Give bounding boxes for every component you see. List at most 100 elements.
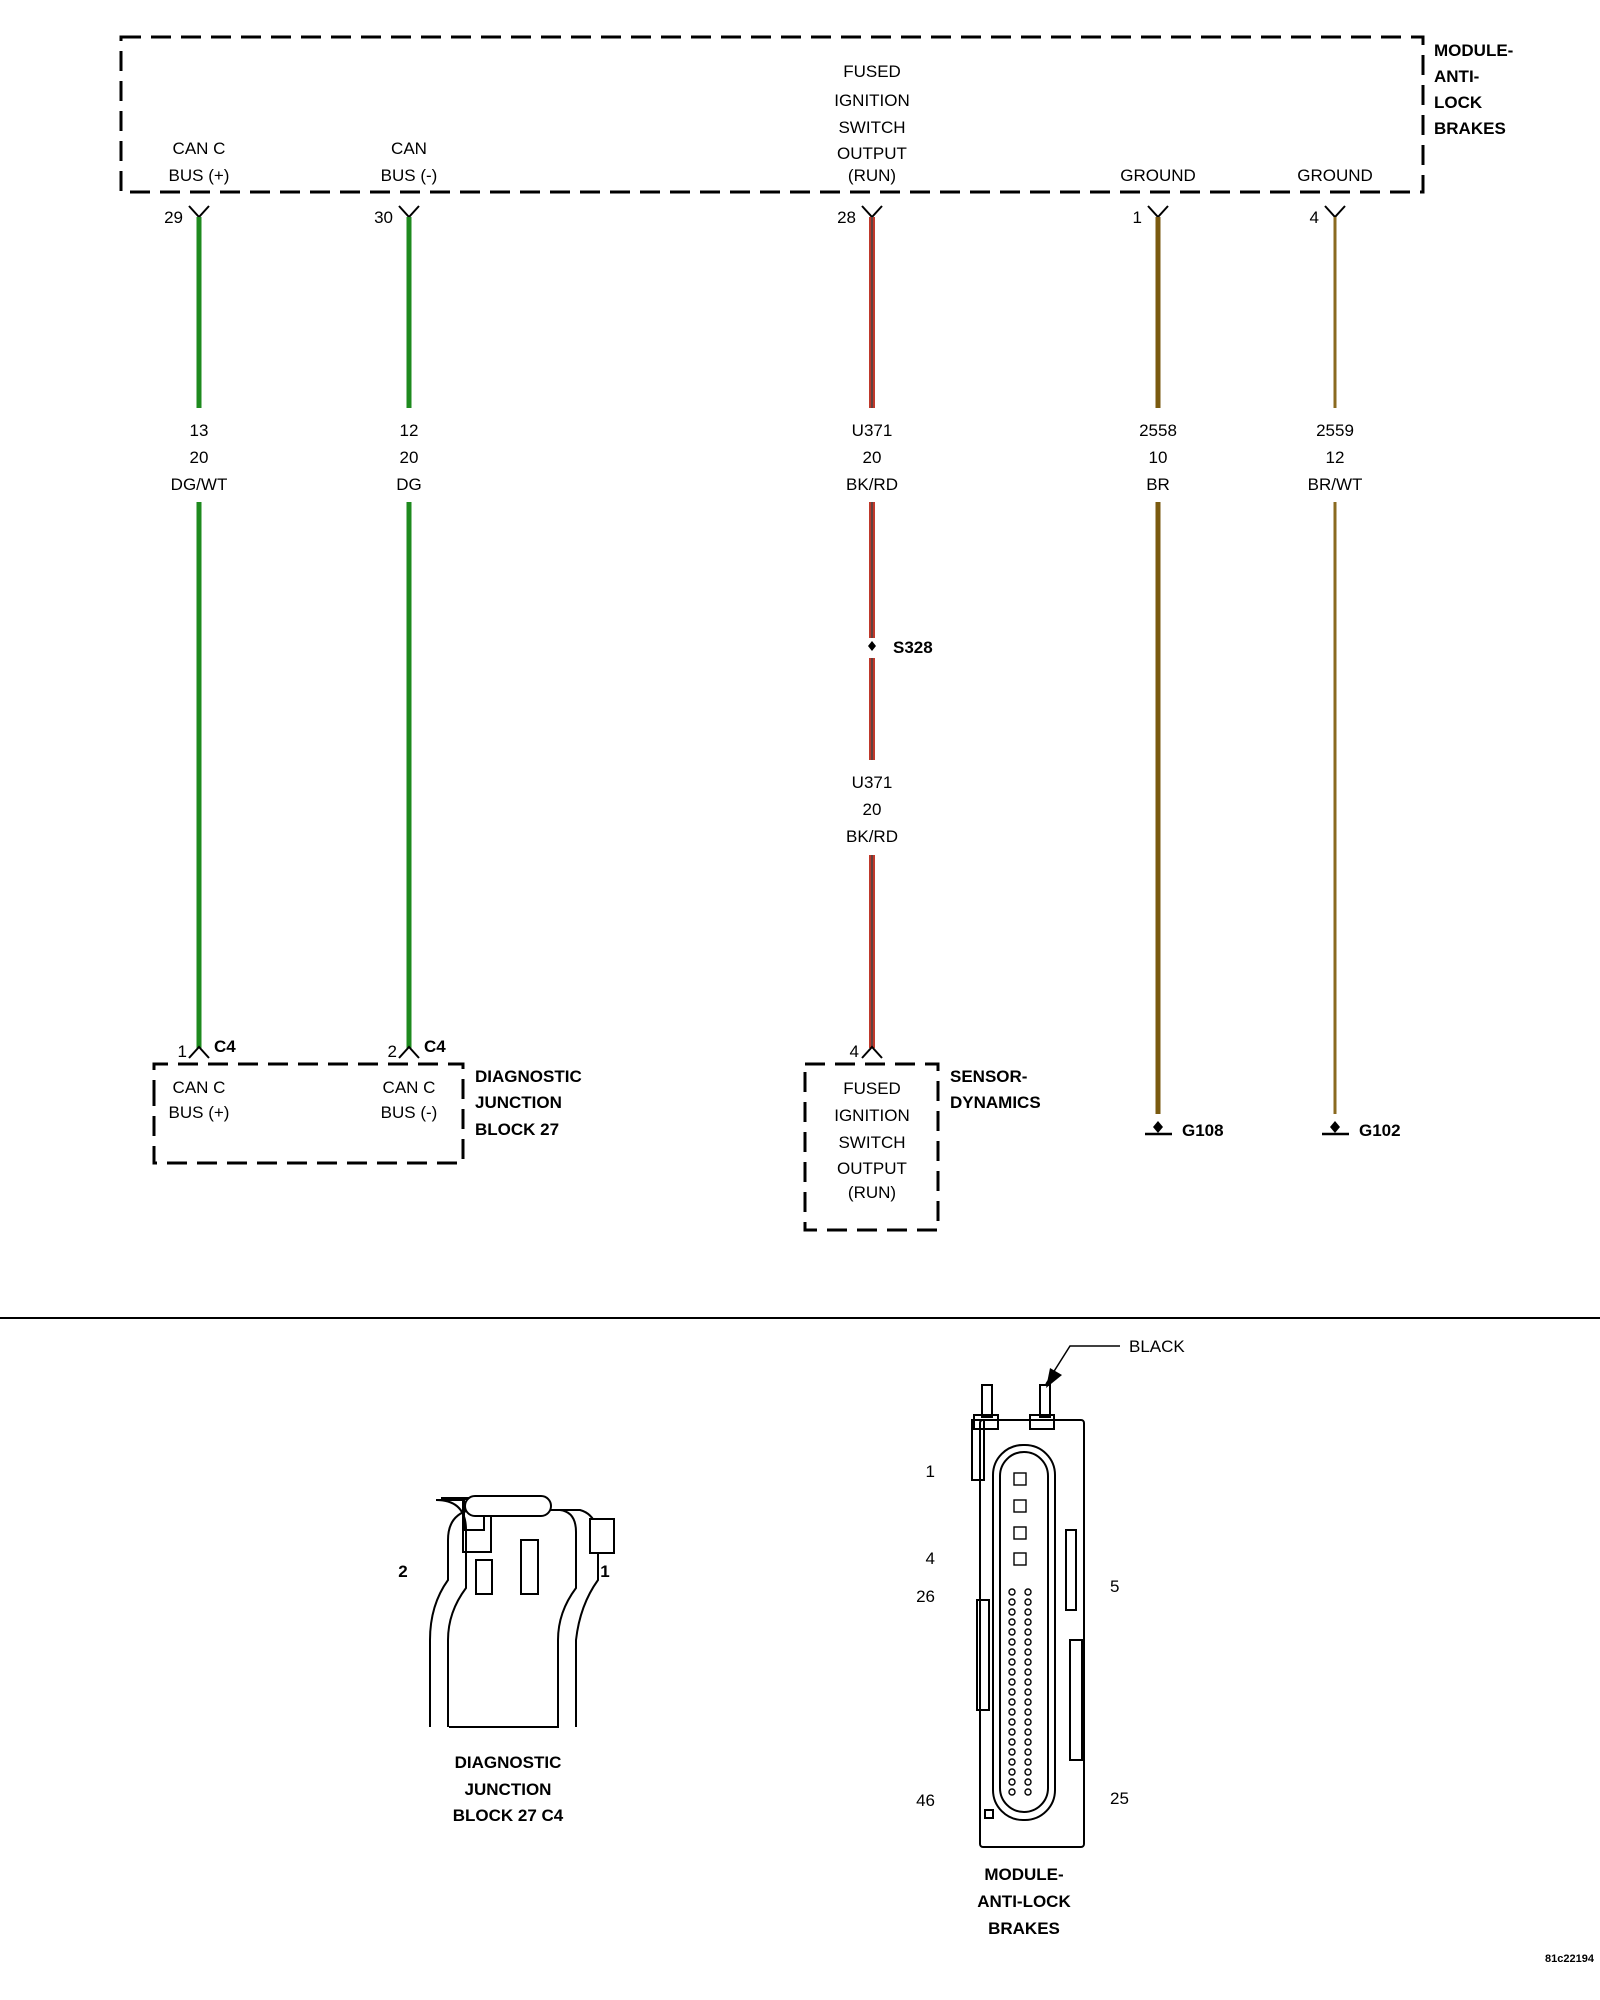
ground-g102-label: G102 xyxy=(1359,1121,1401,1140)
diag-connector-pin-2: 2 xyxy=(398,1562,407,1581)
abs-connector-terminals xyxy=(1008,1472,1032,1796)
svg-text:BR/WT: BR/WT xyxy=(1308,475,1363,494)
abs-module-name: MODULE- ANTI- LOCK BRAKES xyxy=(1434,41,1513,138)
junction-connector-c4-1: C4 xyxy=(214,1037,236,1056)
diagnostic-junction-box xyxy=(152,1062,465,1165)
svg-text:DIAGNOSTIC: DIAGNOSTIC xyxy=(455,1753,562,1772)
svg-text:IGNITION: IGNITION xyxy=(834,91,910,110)
ground-g108-icon xyxy=(1145,1121,1172,1136)
svg-text:MODULE-: MODULE- xyxy=(984,1865,1063,1884)
svg-text:12: 12 xyxy=(1326,448,1345,467)
abs-connector-pin-4: 4 xyxy=(926,1549,935,1568)
sensor-dynamics-box xyxy=(803,1062,940,1232)
wire-code-bk-rd-lower: U371 20 BK/RD xyxy=(846,773,898,846)
svg-text:BUS (+): BUS (+) xyxy=(169,166,230,185)
svg-text:SENSOR-: SENSOR- xyxy=(950,1067,1027,1086)
svg-text:OUTPUT: OUTPUT xyxy=(837,1159,907,1178)
svg-text:JUNCTION: JUNCTION xyxy=(465,1780,552,1799)
svg-text:SWITCH: SWITCH xyxy=(838,1133,905,1152)
svg-text:U371: U371 xyxy=(852,421,893,440)
diag-connector-pin-1: 1 xyxy=(600,1562,609,1581)
svg-text:2558: 2558 xyxy=(1139,421,1177,440)
svg-text:MODULE-: MODULE- xyxy=(1434,41,1513,60)
abs-connector-color-leader xyxy=(1045,1345,1120,1388)
pin-number-28: 28 xyxy=(837,208,856,227)
wire-code-br-wt: 2559 12 BR/WT xyxy=(1308,421,1363,494)
svg-text:BR: BR xyxy=(1146,475,1170,494)
svg-text:IGNITION: IGNITION xyxy=(834,1106,910,1125)
junction-pin-1: 1 xyxy=(178,1042,187,1061)
svg-text:CAN C: CAN C xyxy=(173,139,226,158)
svg-text:10: 10 xyxy=(1149,448,1168,467)
diag-connector-tab xyxy=(589,1518,615,1554)
svg-text:BLOCK 27 C4: BLOCK 27 C4 xyxy=(453,1806,564,1825)
splice-dot xyxy=(868,641,876,651)
svg-text:12: 12 xyxy=(400,421,419,440)
abs-connector-pin-26: 26 xyxy=(916,1587,935,1606)
svg-text:BUS (+): BUS (+) xyxy=(169,1103,230,1122)
svg-text:BRAKES: BRAKES xyxy=(1434,119,1506,138)
junction-connector-c4-2: C4 xyxy=(424,1037,446,1056)
svg-text:JUNCTION: JUNCTION xyxy=(475,1093,562,1112)
svg-text:BUS (-): BUS (-) xyxy=(381,1103,438,1122)
pin-label-ground-4: GROUND xyxy=(1297,166,1373,185)
wire-code-bk-rd-upper: U371 20 BK/RD xyxy=(846,421,898,494)
figure-id: 81c22194 xyxy=(1545,1953,1595,1965)
svg-text:OUTPUT: OUTPUT xyxy=(837,144,907,163)
abs-connector-pin-5: 5 xyxy=(1110,1577,1119,1596)
svg-text:BRAKES: BRAKES xyxy=(988,1919,1060,1938)
abs-connector-view xyxy=(971,1384,1085,1848)
ground-g108-label: G108 xyxy=(1182,1121,1224,1140)
svg-text:20: 20 xyxy=(400,448,419,467)
svg-text:LOCK: LOCK xyxy=(1434,93,1483,112)
pin-number-29: 29 xyxy=(164,208,183,227)
wire-code-br: 2558 10 BR xyxy=(1139,421,1177,494)
svg-text:DG/WT: DG/WT xyxy=(171,475,228,494)
abs-connector-pin-46: 46 xyxy=(916,1791,935,1810)
svg-text:ANTI-LOCK: ANTI-LOCK xyxy=(977,1892,1071,1911)
svg-text:(RUN): (RUN) xyxy=(848,1183,896,1202)
svg-text:20: 20 xyxy=(863,448,882,467)
pin-number-4: 4 xyxy=(1310,208,1319,227)
sensor-pin-4: 4 xyxy=(850,1042,859,1061)
svg-text:BUS (-): BUS (-) xyxy=(381,166,438,185)
pin-label-ground-1: GROUND xyxy=(1120,166,1196,185)
connector-chevron-4 xyxy=(1324,205,1346,219)
svg-text:2559: 2559 xyxy=(1316,421,1354,440)
connector-chevron-28 xyxy=(861,205,883,219)
svg-text:DIAGNOSTIC: DIAGNOSTIC xyxy=(475,1067,582,1086)
diag-connector-caption: DIAGNOSTIC JUNCTION BLOCK 27 C4 xyxy=(453,1753,564,1825)
svg-text:FUSED: FUSED xyxy=(843,1079,901,1098)
connector-chevron-29 xyxy=(188,205,210,219)
svg-text:CAN: CAN xyxy=(391,139,427,158)
svg-text:BLOCK 27: BLOCK 27 xyxy=(475,1120,559,1139)
svg-text:DYNAMICS: DYNAMICS xyxy=(950,1093,1041,1112)
abs-module-box xyxy=(119,35,1425,194)
svg-text:ANTI-: ANTI- xyxy=(1434,67,1479,86)
svg-text:13: 13 xyxy=(190,421,209,440)
abs-connector-pin-1: 1 xyxy=(926,1462,935,1481)
svg-text:BK/RD: BK/RD xyxy=(846,827,898,846)
connector-chevron-30 xyxy=(398,205,420,219)
pin-number-30: 30 xyxy=(374,208,393,227)
sensor-chevron-4 xyxy=(861,1045,883,1059)
pin-number-1: 1 xyxy=(1133,208,1142,227)
pin-label-can-c-bus-plus: CAN C BUS (+) xyxy=(169,139,230,185)
svg-text:GROUND: GROUND xyxy=(1120,166,1196,185)
svg-text:CAN C: CAN C xyxy=(173,1078,226,1097)
diagnostic-junction-name: DIAGNOSTIC JUNCTION BLOCK 27 xyxy=(475,1067,582,1139)
svg-text:DG: DG xyxy=(396,475,422,494)
pin-label-fused-ignition: FUSED IGNITION SWITCH OUTPUT (RUN) xyxy=(834,62,910,185)
junction-chevron-1 xyxy=(188,1045,210,1059)
svg-text:20: 20 xyxy=(190,448,209,467)
sensor-dynamics-pin-label: FUSED IGNITION SWITCH OUTPUT (RUN) xyxy=(834,1079,910,1202)
abs-connector-color: BLACK xyxy=(1129,1337,1185,1356)
wire-code-dg-wt: 13 20 DG/WT xyxy=(171,421,228,494)
abs-connector-caption: MODULE- ANTI-LOCK BRAKES xyxy=(977,1865,1071,1938)
sensor-dynamics-name: SENSOR- DYNAMICS xyxy=(950,1067,1041,1112)
pin-label-can-bus-minus: CAN BUS (-) xyxy=(381,139,438,185)
ground-g102-icon xyxy=(1322,1121,1349,1136)
svg-text:(RUN): (RUN) xyxy=(848,166,896,185)
wire-code-dg: 12 20 DG xyxy=(396,421,422,494)
